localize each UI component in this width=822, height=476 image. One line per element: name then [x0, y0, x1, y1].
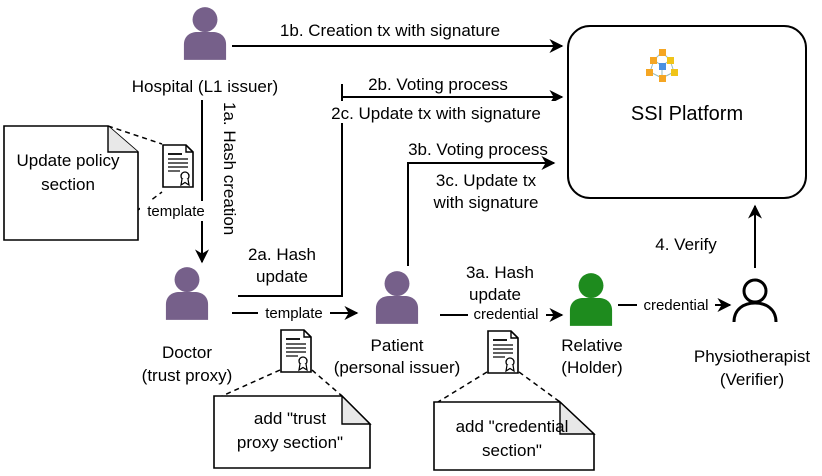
network-cubes-icon: [646, 49, 678, 82]
edge-2a-label-line1: 2a. Hash: [248, 245, 316, 264]
doctor-role-label: (trust proxy): [142, 366, 233, 385]
policy-dashed-connector-top: [107, 125, 163, 145]
trust-note-line1: add "trust: [254, 409, 326, 428]
doctor-person-icon: [165, 267, 209, 320]
edge-1a-label: 1a. Hash creation: [220, 102, 239, 235]
cred-note-line1: add "credential: [456, 417, 569, 436]
edge-2c-label-bg: [306, 101, 562, 123]
edge-3c-label-line2: with signature: [433, 193, 539, 212]
credential-label-1: credential: [473, 306, 538, 323]
relative-person-icon: [569, 273, 613, 326]
relative-label: Relative: [561, 336, 622, 355]
template-document-icon-1: [162, 144, 194, 188]
edge-4-label: 4. Verify: [655, 235, 717, 254]
trust-proxy-note: [213, 394, 372, 469]
template-label-1: template: [147, 203, 205, 220]
edge-2a-label-line2: update: [256, 267, 308, 286]
physiotherapist-role-label: (Verifier): [720, 370, 784, 389]
cred-note-line2: section": [482, 441, 542, 460]
patient-label: Patient: [371, 336, 424, 355]
edge-2b-label: 2b. Voting process: [368, 75, 508, 94]
edge-2c-label: 2c. Update tx with signature: [331, 104, 541, 123]
template-label-bg-1: [140, 201, 212, 221]
edge-3a-label-line2: update: [469, 285, 521, 304]
trust-dashed-connector-right: [311, 369, 343, 397]
hospital-person-icon: [183, 7, 227, 60]
physiotherapist-label: Physiotherapist: [694, 347, 811, 366]
template-document-icon-2: [280, 329, 312, 373]
template-label-2: template: [265, 305, 323, 322]
hospital-label: Hospital (L1 issuer): [132, 77, 278, 96]
credential-label-bg-1: [468, 304, 546, 324]
credential-document-icon: [487, 330, 519, 374]
credential-label-bg-2: [637, 295, 715, 315]
doctor-label: Doctor: [162, 343, 212, 362]
patient-person-icon: [375, 271, 419, 324]
edge-1b-label: 1b. Creation tx with signature: [280, 21, 500, 40]
credential-label-2: credential: [643, 297, 708, 314]
edge-3c-label-line1: 3c. Update tx: [436, 171, 537, 190]
physiotherapist-person-icon: [732, 278, 778, 323]
relative-role-label: (Holder): [561, 358, 622, 377]
policy-note-line1: Update policy: [16, 151, 120, 170]
edge-3b-label: 3b. Voting process: [408, 140, 548, 159]
cred-dashed-connector-left: [437, 371, 488, 403]
update-policy-note: [3, 125, 139, 241]
credential-section-note: [433, 400, 596, 471]
trust-note-line2: proxy section": [237, 433, 343, 452]
ssi-platform-label: SSI Platform: [631, 103, 743, 125]
template-label-bg-2: [258, 303, 330, 323]
ssi-platform-node: SSI Platform: [567, 25, 807, 199]
edge-2a-path: [238, 84, 343, 297]
policy-note-line2: section: [41, 175, 95, 194]
edge-3a-label-line1: 3a. Hash: [466, 263, 534, 282]
cred-dashed-connector-right: [518, 371, 561, 403]
trust-dashed-connector-left: [221, 369, 281, 397]
patient-role-label: (personal issuer): [334, 358, 461, 377]
